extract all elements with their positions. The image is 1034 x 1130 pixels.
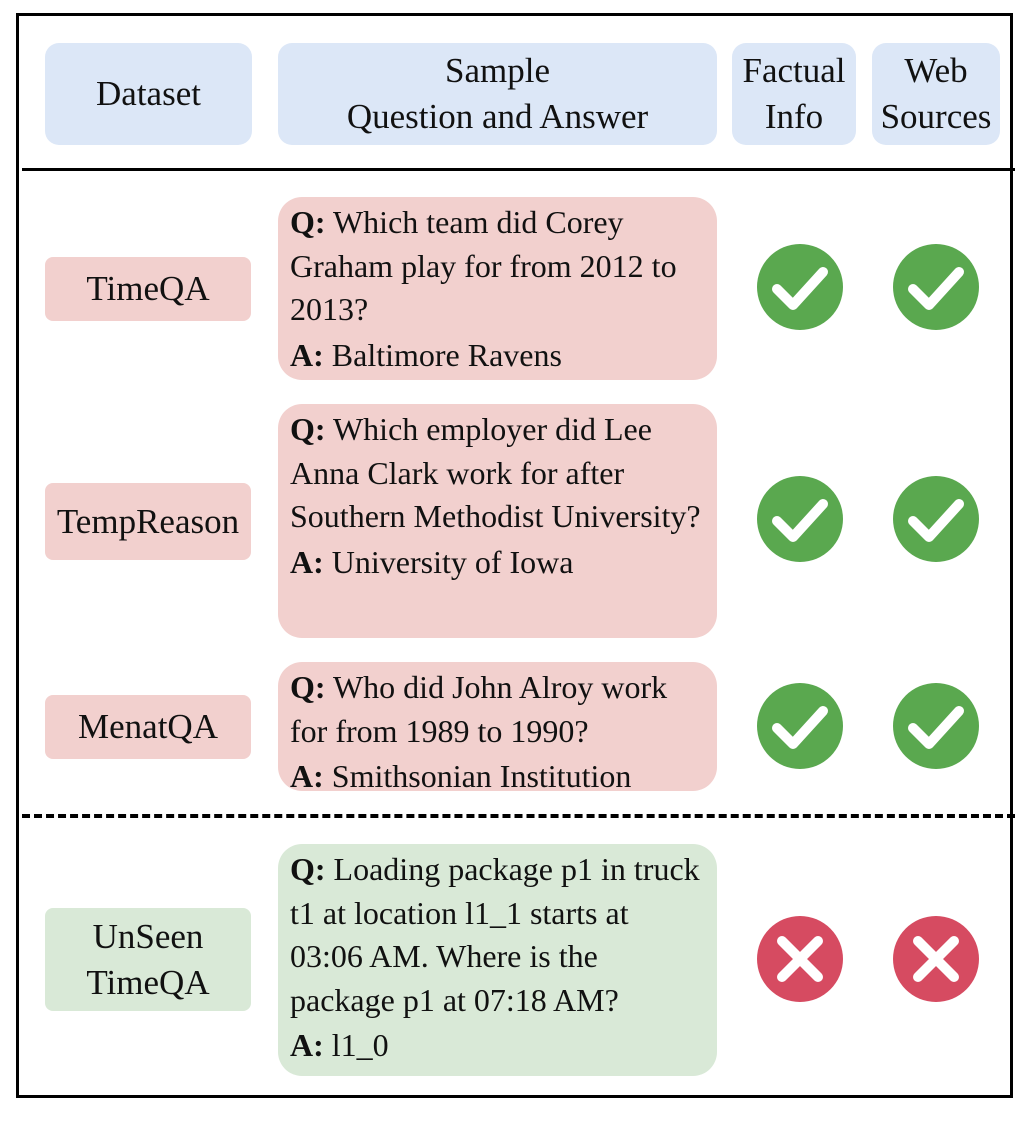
header-web-line-1: Web — [904, 51, 968, 90]
answer-label: A: — [290, 758, 324, 794]
dataset-label-menatqa: MenatQA — [45, 695, 251, 759]
answer-body: Smithsonian Institution — [331, 758, 632, 794]
dataset-name: MenatQA — [78, 707, 218, 746]
header-sample-line-1: Sample — [445, 51, 550, 90]
header-divider — [22, 168, 1015, 171]
question-label: Q: — [290, 204, 326, 240]
cross-icon — [757, 916, 843, 1002]
dataset-label-tempreason: TempReason — [45, 483, 251, 560]
header-dataset-line: Dataset — [96, 74, 201, 113]
question-text: Q: Which team did Corey Graham play for … — [290, 201, 707, 332]
header-sample-line-2: Question and Answer — [346, 97, 649, 136]
question-body: Which team did Corey Graham play for fro… — [290, 204, 677, 327]
header-factual-info: Factual Info — [732, 43, 856, 145]
answer-text: A: Smithsonian Institution — [290, 755, 707, 799]
cross-icon — [893, 916, 979, 1002]
answer-label: A: — [290, 1027, 324, 1063]
dataset-label-timeqa: TimeQA — [45, 257, 251, 321]
header-factual-line-2: Info — [764, 97, 824, 136]
dataset-name-line-2: TimeQA — [86, 962, 210, 1002]
answer-label: A: — [290, 543, 324, 580]
qa-card-unseen-timeqa: Q: Loading package p1 in truck t1 at loc… — [278, 844, 717, 1076]
question-text: Q: Loading package p1 in truck t1 at loc… — [290, 848, 707, 1022]
qa-card-tempreason: Q: Which employer did Lee Anna Clark wor… — [278, 404, 717, 638]
question-body: Who did John Alroy work for from 1989 to… — [290, 669, 668, 749]
header-factual-line-1: Factual — [742, 51, 846, 90]
check-icon — [757, 476, 843, 562]
qa-card-menatqa: Q: Who did John Alroy work for from 1989… — [278, 662, 717, 794]
question-body: Loading package p1 in truck t1 at locati… — [290, 851, 700, 1018]
answer-label: A: — [290, 336, 324, 373]
question-label: Q: — [290, 411, 326, 447]
answer-text: A: l1_0 — [290, 1024, 707, 1068]
answer-body: l1_0 — [331, 1027, 389, 1063]
check-icon — [893, 244, 979, 330]
answer-body: University of Iowa — [331, 543, 574, 580]
check-icon — [893, 476, 979, 562]
table-frame — [16, 13, 1013, 1098]
header-dataset: Dataset — [45, 43, 252, 145]
dataset-label-unseen-timeqa: UnSeen TimeQA — [45, 908, 251, 1011]
dataset-name: TimeQA — [86, 269, 210, 308]
question-text: Q: Who did John Alroy work for from 1989… — [290, 666, 707, 753]
question-text: Q: Which employer did Lee Anna Clark wor… — [290, 408, 707, 539]
check-icon — [757, 244, 843, 330]
dataset-name-line-1: UnSeen — [92, 916, 204, 956]
header-sample: Sample Question and Answer — [278, 43, 717, 145]
question-body: Which employer did Lee Anna Clark work f… — [290, 411, 701, 534]
question-label: Q: — [290, 851, 326, 887]
answer-text: A: Baltimore Ravens — [290, 334, 707, 378]
unseen-divider — [22, 814, 1015, 818]
header-web-sources: Web Sources — [872, 43, 1000, 145]
check-icon — [893, 683, 979, 769]
header-web-line-2: Sources — [880, 97, 992, 136]
check-icon — [757, 683, 843, 769]
answer-body: Baltimore Ravens — [331, 336, 562, 373]
qa-card-timeqa: Q: Which team did Corey Graham play for … — [278, 197, 717, 380]
dataset-name: TempReason — [56, 501, 240, 541]
question-label: Q: — [290, 669, 326, 705]
answer-text: A: University of Iowa — [290, 541, 707, 585]
